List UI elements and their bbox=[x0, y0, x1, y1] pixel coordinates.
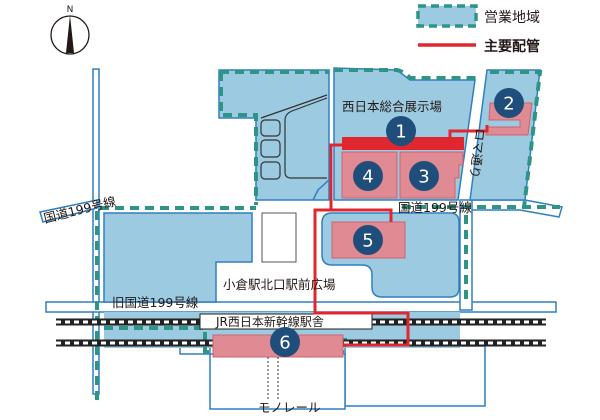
svg-text:3: 3 bbox=[418, 167, 429, 188]
legend-pipe-label: 主要配管 bbox=[484, 38, 540, 55]
monorail-line bbox=[267, 357, 279, 400]
svg-text:6: 6 bbox=[279, 333, 290, 354]
label-exhibition-hall: 西日本総合展示場 bbox=[342, 99, 442, 114]
marker-4[interactable]: 4 bbox=[353, 161, 383, 191]
svg-text:2: 2 bbox=[503, 94, 514, 115]
label-monorail: モノレール bbox=[258, 400, 321, 415]
building-white bbox=[261, 212, 297, 263]
marker-1[interactable]: 1 bbox=[386, 116, 416, 146]
label-station-plaza: 小倉駅北口駅前広場 bbox=[223, 277, 336, 292]
legend-zone-label: 営業地域 bbox=[484, 10, 540, 26]
marker-3[interactable]: 3 bbox=[409, 161, 439, 191]
legend: 営業地域 主要配管 bbox=[416, 4, 540, 55]
label-jr-station: JR西日本新幹線駅舎 bbox=[215, 314, 324, 329]
label-route199-right: 国道199号線 bbox=[398, 200, 472, 215]
block-west bbox=[103, 212, 253, 303]
marker-6[interactable]: 6 bbox=[270, 327, 300, 357]
marker-5[interactable]: 5 bbox=[353, 225, 383, 255]
svg-text:1: 1 bbox=[395, 122, 406, 143]
north-compass-icon: N bbox=[50, 5, 90, 55]
block-parking bbox=[218, 69, 330, 201]
label-roma-street: ロマ通り bbox=[467, 128, 488, 179]
svg-text:4: 4 bbox=[362, 167, 373, 188]
legend-zone-swatch bbox=[416, 4, 478, 28]
north-label: N bbox=[67, 5, 74, 15]
label-old-route199: 旧国道199号線 bbox=[112, 295, 199, 310]
markers: 1 2 3 4 5 6 bbox=[270, 88, 524, 357]
svg-text:5: 5 bbox=[362, 231, 373, 252]
marker-2[interactable]: 2 bbox=[494, 88, 524, 118]
main-pipes bbox=[313, 125, 489, 347]
